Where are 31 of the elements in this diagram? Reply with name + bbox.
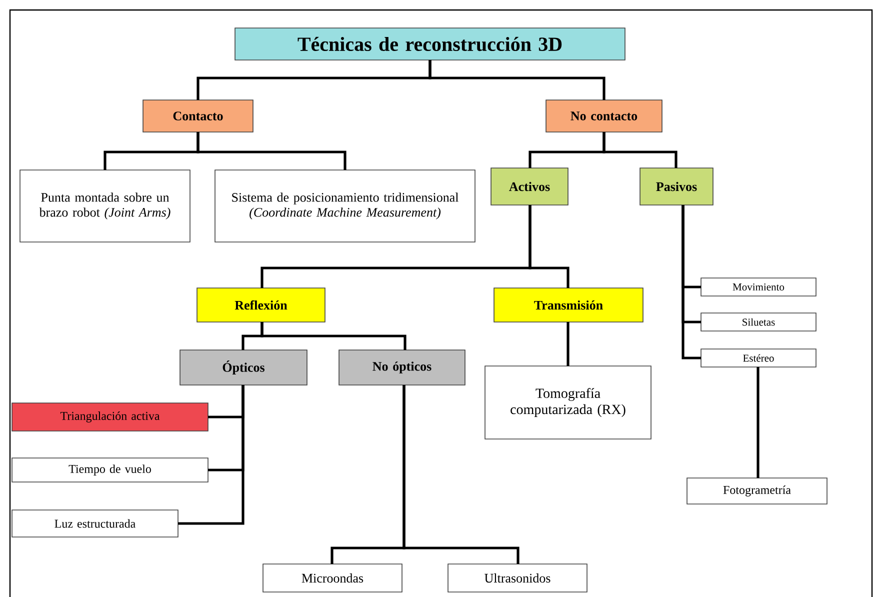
technique-box: Luz estructurada	[12, 510, 178, 538]
connector	[682, 205, 701, 360]
category-box: Contacto	[142, 100, 254, 132]
highlighted-box: Triangulación activa	[12, 402, 208, 432]
connector	[602, 132, 678, 168]
technique-box: Ultrasonidos	[448, 564, 588, 592]
category-box: Ópticos	[180, 350, 308, 386]
technique-box: Fotogrametría	[686, 478, 828, 504]
title-box: Técnicas de reconstrucción 3D	[234, 28, 626, 60]
connector	[196, 132, 346, 170]
category-box: Activos	[490, 168, 568, 206]
connector	[402, 385, 520, 564]
technique-box: Sistema de posicionamiento tridimensional (Coordinate Machine Measurement)	[214, 170, 476, 242]
technique-box: Microondas	[262, 564, 402, 592]
connector	[528, 205, 570, 288]
category-box: Pasivos	[640, 168, 714, 206]
technique-box: Tomografía computarizada (RX)	[484, 366, 652, 440]
technique-box: Movimiento	[700, 278, 816, 296]
technique-box: Estéreo	[700, 348, 816, 368]
technique-box: Punta montada sobre un brazo robot (Joint Arms)	[20, 170, 190, 242]
connector	[260, 322, 406, 350]
category-box: Reflexión	[196, 288, 326, 322]
technique-box: Tiempo de vuelo	[12, 458, 208, 482]
category-box: No ópticos	[338, 350, 466, 386]
connector	[428, 60, 606, 100]
technique-box: Siluetas	[700, 312, 816, 332]
connector	[756, 367, 760, 478]
category-box: No contacto	[546, 100, 662, 132]
connector	[178, 385, 244, 525]
connector	[566, 322, 570, 366]
category-box: Transmisión	[494, 288, 644, 322]
